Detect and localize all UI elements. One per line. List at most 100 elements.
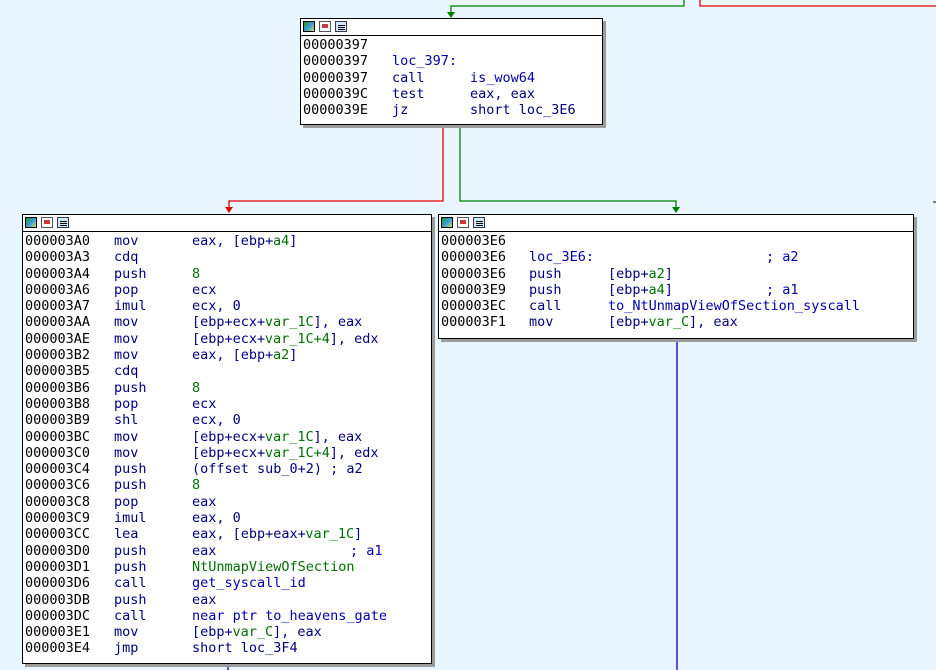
- operand: ]: [664, 265, 673, 282]
- operand[interactable]: a2: [648, 265, 665, 282]
- graph-icon[interactable]: [441, 217, 453, 228]
- symbol-name[interactable]: to_NtUnmapViewOfSection_syscall: [608, 298, 860, 315]
- edge-true-branch: [459, 124, 677, 208]
- edit-icon[interactable]: [457, 217, 469, 228]
- operand[interactable]: a2: [273, 347, 290, 364]
- address: 000003E9: [441, 281, 507, 298]
- mnemonic: imul: [114, 510, 147, 527]
- operand: [ebp+ecx+: [192, 428, 266, 445]
- operand: eax: [192, 493, 217, 510]
- operand: [ebp+: [608, 265, 649, 282]
- symbol-name[interactable]: loc_3E6:: [529, 249, 595, 266]
- mnemonic: mov: [114, 233, 139, 249]
- node-header[interactable]: [439, 215, 913, 232]
- mnemonic: jz: [392, 102, 409, 119]
- code-line[interactable]: 000003E6: [441, 233, 913, 249]
- address: 000003A0: [25, 233, 91, 249]
- mnemonic: test: [392, 85, 425, 102]
- mnemonic: imul: [114, 298, 147, 315]
- operand[interactable]: 8: [192, 477, 201, 494]
- symbol-name[interactable]: get_syscall_id: [192, 575, 306, 592]
- address: 000003B6: [25, 379, 91, 396]
- node-header[interactable]: [301, 19, 602, 36]
- address: 000003B8: [25, 395, 91, 412]
- operand[interactable]: var_C: [648, 314, 690, 331]
- code-line[interactable]: 00000397: [303, 37, 602, 53]
- operand[interactable]: 8: [192, 265, 201, 282]
- operand: [ebp+: [608, 281, 649, 298]
- symbol-name[interactable]: near ptr to_heavens_gate: [192, 607, 388, 624]
- operand[interactable]: var_1C: [264, 428, 314, 445]
- operand: (offset sub_0+2) ; a2: [192, 461, 363, 478]
- operand: [ebp+ecx+: [192, 314, 266, 331]
- operand[interactable]: var_1C: [305, 526, 355, 543]
- operand[interactable]: var_1C: [264, 314, 314, 331]
- address: 000003A6: [25, 281, 91, 298]
- address: 000003BC: [25, 428, 91, 445]
- graph-icon[interactable]: [303, 21, 315, 32]
- symbol-name[interactable]: is_wow64: [470, 69, 536, 86]
- edit-icon[interactable]: [41, 217, 53, 228]
- node-header[interactable]: [23, 215, 431, 232]
- operand: ], edx: [329, 330, 379, 347]
- comment: ; a1: [350, 542, 383, 559]
- symbol-name[interactable]: loc_397:: [392, 53, 458, 70]
- mnemonic: mov: [114, 314, 139, 331]
- mnemonic: push: [529, 281, 562, 298]
- operand[interactable]: a4: [648, 281, 665, 298]
- listing-icon[interactable]: [57, 217, 69, 228]
- operand[interactable]: 8: [192, 379, 201, 396]
- edit-icon[interactable]: [319, 21, 331, 32]
- operand[interactable]: var_1C+4: [264, 330, 330, 347]
- operand: short loc_3E6: [470, 102, 576, 119]
- operand[interactable]: a4: [273, 233, 290, 249]
- graph-icon[interactable]: [25, 217, 37, 228]
- operand: ], eax: [273, 624, 322, 641]
- listing-icon[interactable]: [335, 21, 347, 32]
- listing-icon[interactable]: [473, 217, 485, 228]
- mnemonic: call: [392, 69, 425, 86]
- operand[interactable]: NtUnmapViewOfSection: [192, 558, 355, 575]
- operand[interactable]: var_1C+4: [264, 444, 330, 461]
- operand[interactable]: var_C: [232, 624, 274, 641]
